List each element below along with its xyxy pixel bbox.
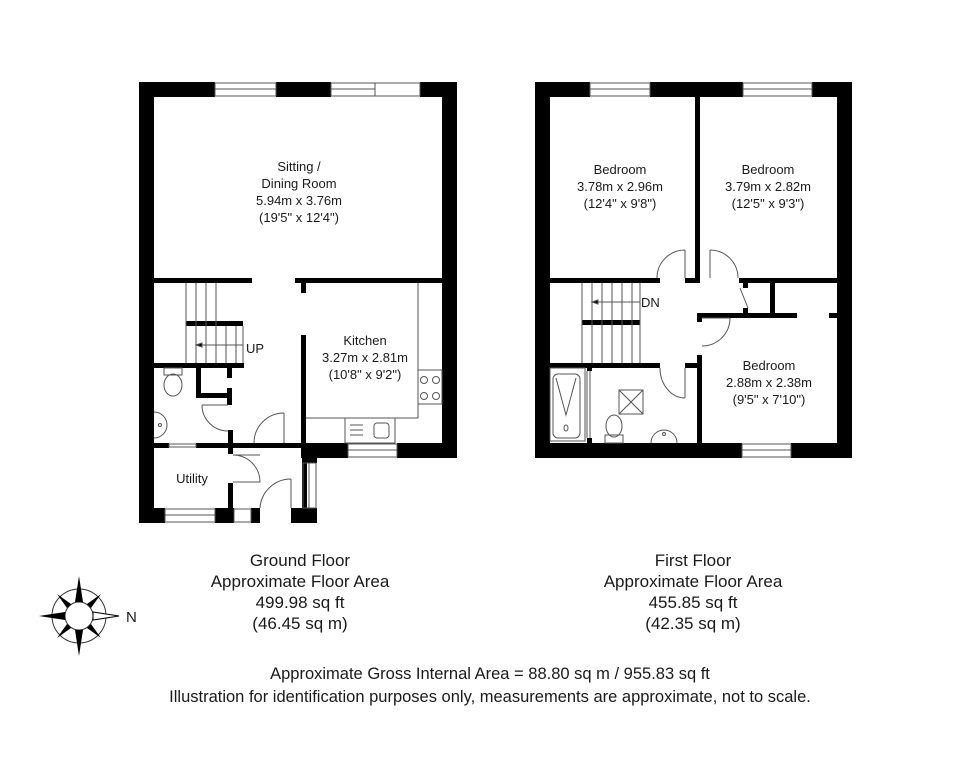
room-name: Sitting / — [277, 159, 321, 174]
kitchen-fixtures — [306, 283, 443, 444]
disclaimer: Illustration for identification purposes… — [169, 688, 811, 706]
room-dimensions-metric: 3.78m x 2.96m — [577, 179, 663, 194]
room-name: Kitchen — [343, 333, 387, 348]
room-name: Bedroom — [742, 358, 796, 373]
floor-subtitle: Approximate Floor Area — [210, 572, 390, 591]
floor-area-sqm: (46.45 sq m) — [252, 614, 348, 633]
ground-wc-fixtures — [153, 367, 183, 439]
first-floor-stairs — [581, 283, 641, 363]
room-dimensions-imperial: (19'5" x 12'4") — [259, 210, 339, 225]
floor-area-sqm: (42.35 sq m) — [645, 614, 741, 633]
room-dimensions-metric: 5.94m x 3.76m — [256, 193, 342, 208]
ground-floor-plan — [139, 82, 457, 523]
room-dimensions-imperial: (9'5" x 7'10") — [732, 392, 806, 407]
room-dimensions-metric: 3.27m x 2.81m — [322, 350, 408, 365]
ground-floor-stairs — [185, 283, 244, 363]
room-label-utility: Utility — [162, 470, 222, 487]
ground-floor-windows — [164, 82, 421, 523]
room-dimensions-imperial: (12'4" x 9'8") — [583, 196, 657, 211]
room-dimensions-imperial: (12'5" x 9'3") — [731, 196, 805, 211]
bathroom-fixtures — [549, 367, 678, 444]
room-name: Bedroom — [741, 162, 795, 177]
room-name: Dining Room — [261, 176, 337, 191]
compass-rose-icon — [39, 576, 120, 656]
room-label-sitting-dining: Sitting / Dining Room 5.94m x 3.76m (19'… — [219, 158, 379, 226]
room-dimensions-imperial: (10'8" x 9'2") — [328, 367, 402, 382]
floor-subtitle: Approximate Floor Area — [603, 572, 783, 591]
floor-title: First Floor — [654, 551, 732, 570]
room-dimensions-metric: 3.79m x 2.82m — [725, 179, 811, 194]
floor-area-sqft: 455.85 sq ft — [648, 593, 738, 612]
ground-floor-caption: Ground Floor Approximate Floor Area 499.… — [170, 550, 430, 634]
room-label-bedroom-2: Bedroom 3.79m x 2.82m (12'5" x 9'3") — [693, 161, 843, 212]
room-label-bedroom-3: Bedroom 2.88m x 2.38m (9'5" x 7'10") — [694, 357, 844, 408]
gross-internal-area: Approximate Gross Internal Area = 88.80 … — [270, 665, 710, 683]
first-floor-doors — [656, 249, 749, 399]
first-floor-walls — [535, 82, 852, 458]
first-floor-plan — [535, 82, 852, 458]
ground-floor-walls — [139, 82, 457, 523]
room-name: Bedroom — [593, 162, 647, 177]
stair-label-up: UP — [246, 341, 265, 356]
room-name: Utility — [176, 471, 208, 486]
compass-north-label: N — [126, 609, 137, 626]
room-label-kitchen: Kitchen 3.27m x 2.81m (10'8" x 9'2") — [290, 332, 440, 383]
ground-floor-doors — [201, 404, 292, 509]
first-floor-caption: First Floor Approximate Floor Area 455.8… — [563, 550, 823, 634]
floor-title: Ground Floor — [249, 551, 351, 570]
first-floor-windows — [589, 82, 813, 458]
room-label-bedroom-1: Bedroom 3.78m x 2.96m (12'4" x 9'8") — [545, 161, 695, 212]
stair-label-down: DN — [641, 295, 660, 310]
floor-area-sqft: 499.98 sq ft — [255, 593, 345, 612]
room-dimensions-metric: 2.88m x 2.38m — [726, 375, 812, 390]
